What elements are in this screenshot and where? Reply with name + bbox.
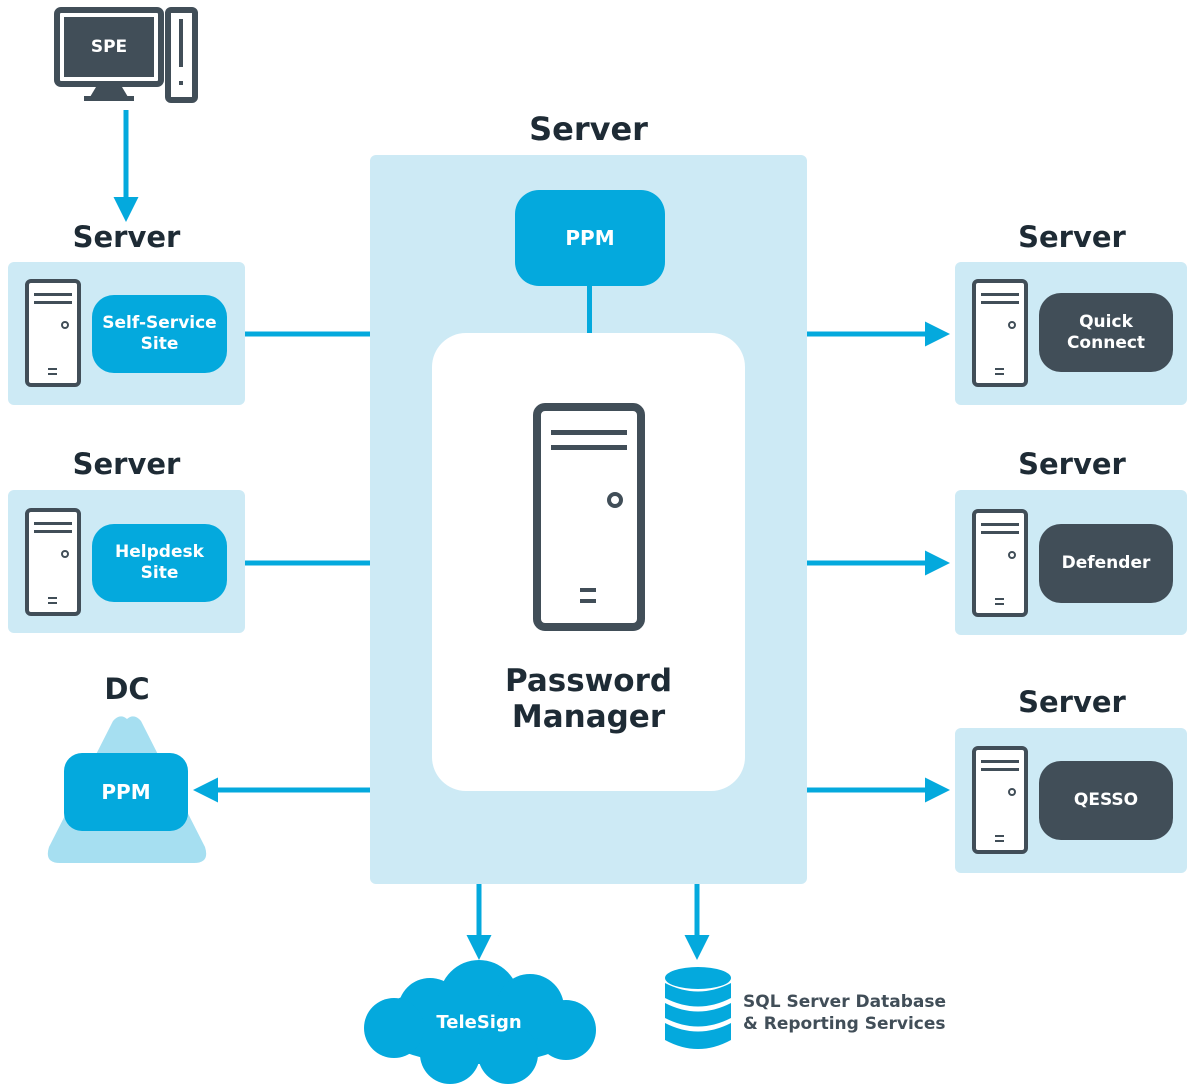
quickconnect-box: Quick Connect [1039,293,1173,372]
server-tower-icon [972,279,1028,387]
database-label: SQL Server Database & Reporting Services [743,992,946,1034]
qesso-server-heading: Server [1018,685,1126,719]
server-tower-icon [533,403,645,631]
server-tower-icon [972,746,1028,854]
telesign-label: TeleSign [436,1012,522,1033]
defender-box: Defender [1039,524,1173,603]
server-tower-icon [25,279,81,387]
ppm-connector-line [587,284,592,334]
spe-label: SPE [90,37,128,57]
quickconnect-label: Quick Connect [1066,311,1146,353]
password-manager-title: Password Manager [504,663,673,735]
desktop-computer-icon [54,7,198,107]
server-tower-icon [972,509,1028,617]
selfservice-server-heading: Server [72,220,181,254]
helpdesk-server-heading: Server [72,447,181,481]
selfservice-site-label: Self-Service Site [102,313,217,354]
central-ppm-box: PPM [515,190,665,286]
helpdesk-site-label: Helpdesk Site [115,542,204,583]
database-icon [664,966,732,1058]
cloud-icon [358,958,600,1090]
selfservice-site-box: Self-Service Site [92,295,227,373]
dc-heading: DC [104,672,150,706]
helpdesk-site-box: Helpdesk Site [92,524,227,602]
dc-ppm-box: PPM [64,753,188,831]
qesso-box: QESSO [1039,761,1173,840]
quickconnect-server-heading: Server [1018,220,1126,254]
qesso-label: QESSO [1073,790,1139,810]
defender-server-heading: Server [1018,447,1126,481]
dc-ppm-label: PPM [101,779,151,804]
central-server-heading: Server [529,110,648,148]
server-tower-icon [25,508,81,616]
central-ppm-label: PPM [565,225,615,250]
defender-label: Defender [1061,553,1151,573]
